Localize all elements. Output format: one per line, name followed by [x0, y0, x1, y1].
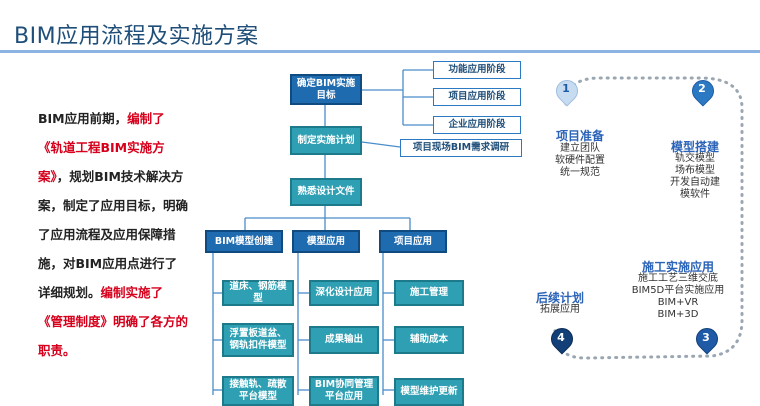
step-3-item: BIM+VR	[657, 297, 699, 308]
stage-box-2: 项目应用阶段	[433, 88, 521, 106]
research-box: 项目现场BIM需求调研	[400, 139, 522, 157]
intro-body: ，规划BIM技术解决方案，制定了应用目标，明确了应用流程及应用保障措施，对BIM…	[38, 169, 189, 300]
item-construction-mgmt: 施工管理	[394, 280, 464, 306]
step-2-title: 模型搭建	[670, 140, 719, 154]
step-3-title: 施工实施应用	[641, 260, 714, 274]
step-2-item: 模软件	[680, 189, 710, 200]
step-2-items: 轨交模型 场布模型 开发自动建 模软件	[655, 153, 735, 201]
item-collab-platform: BIM协同管理平台应用	[309, 376, 379, 406]
stage-box-1: 功能应用阶段	[433, 61, 521, 79]
step-2-item: 轨交模型	[675, 153, 715, 164]
step-3-item: 施工工艺三维交底	[638, 273, 718, 284]
intro-text: BIM应用前期，编制了《轨道工程BIM实施方案》，规划BIM技术解决方案，制定了…	[38, 104, 188, 365]
step-2-item: 场布模型	[675, 165, 715, 176]
step-3-number: 3	[702, 331, 710, 344]
intro-highlight-1: 编制了《轨道工程BIM实施方案》	[38, 111, 165, 184]
column-head-model-apply: 模型应用	[292, 230, 360, 253]
step-4-title: 后续计划	[535, 291, 584, 305]
step-1-items: 建立团队 软硬件配置 统一规范	[540, 143, 620, 179]
step-4-item: 拓展应用	[540, 304, 580, 315]
step-1-title: 项目准备	[555, 129, 604, 143]
step-1-item: 统一规范	[560, 167, 600, 178]
column-head-model-create: BIM模型创建	[205, 230, 283, 253]
item-result-output: 成果输出	[309, 326, 379, 354]
column-head-project-apply: 项目应用	[379, 230, 447, 253]
step-2-item: 开发自动建	[670, 177, 720, 188]
title-underline	[0, 50, 760, 53]
step-1-item: 建立团队	[560, 143, 600, 154]
step-4-items: 拓展应用	[520, 304, 600, 316]
item-deepening-design: 深化设计应用	[309, 280, 379, 306]
design-box: 熟悉设计文件	[290, 178, 362, 206]
step-3-item: BIM+3D	[657, 309, 699, 320]
item-floating-slab-model: 浮置板道盆、钢轨扣件模型	[222, 323, 294, 357]
step-4-number: 4	[557, 331, 565, 344]
step-2-number: 2	[698, 82, 706, 95]
stage-box-3: 企业应用阶段	[433, 116, 521, 134]
goal-box: 确定BIM实施目标	[290, 74, 362, 105]
item-contact-rail-model: 接触轨、疏散平台模型	[222, 376, 294, 406]
intro-highlight-2: 编制实施了《管理制度》明确了各方的职责。	[38, 285, 189, 358]
step-3-items: 施工工艺三维交底 BIM5D平台实施应用 BIM+VR BIM+3D	[622, 273, 734, 321]
step-3-item: BIM5D平台实施应用	[631, 285, 725, 296]
step-1-number: 1	[562, 82, 570, 95]
step-1-item: 软硬件配置	[555, 155, 605, 166]
item-track-bed-model: 道床、钢筋模型	[222, 280, 294, 306]
plan-box: 制定实施计划	[290, 126, 362, 155]
page-title: BIM应用流程及实施方案	[14, 24, 259, 49]
item-model-maintenance: 模型维护更新	[394, 378, 464, 406]
intro-lead: BIM应用前期，	[38, 111, 128, 126]
item-cost-assist: 辅助成本	[394, 326, 464, 354]
